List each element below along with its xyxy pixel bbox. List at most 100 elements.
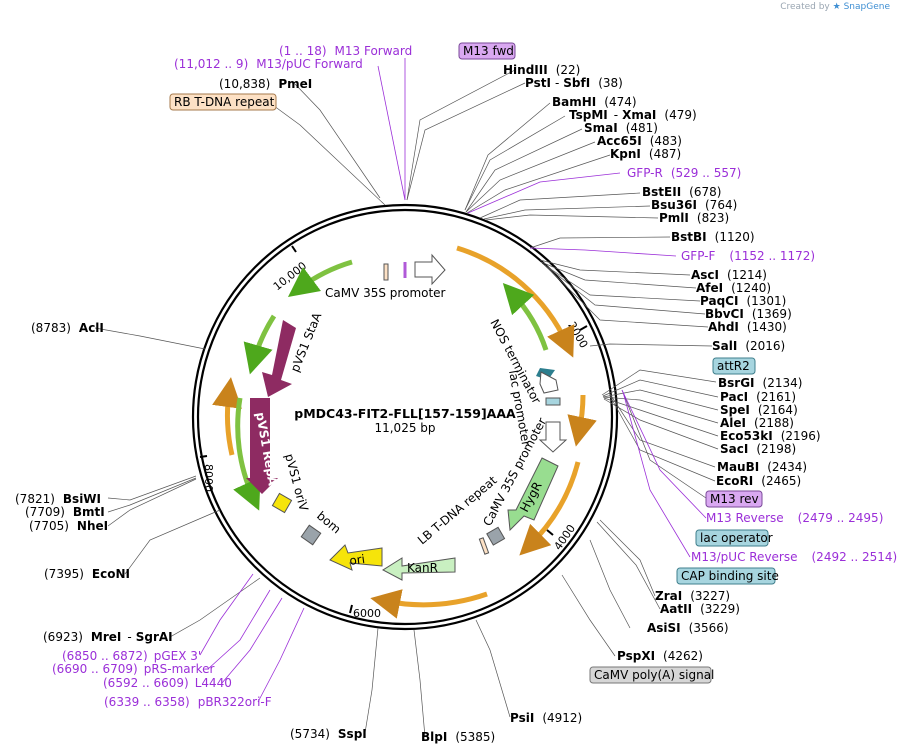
site-ahdi: AhdI (708, 320, 739, 334)
svg-text:Eco53kI(2196): Eco53kI(2196) (720, 429, 821, 443)
rb-repeat-box (169, 93, 277, 111)
primer-leader-lines (199, 58, 707, 703)
site-bstbi: BstBI (671, 230, 707, 244)
svg-text:KpnI(487): KpnI(487) (610, 147, 681, 161)
primer-pbr322ori-f: pBR322ori-F (198, 695, 272, 709)
m13-fwd-label: M13 fwd (463, 44, 514, 58)
kanr-label: KanR (407, 561, 438, 575)
site-pmli: PmlI (659, 211, 689, 225)
site-blpi: BlpI (421, 730, 447, 744)
svg-text:(8783)AclI: (8783)AclI (31, 321, 104, 335)
cap-binding-box (676, 567, 776, 585)
site-ecori: EcoRI (716, 474, 753, 488)
site-asci: AscI (691, 268, 719, 282)
site-kpni: KpnI (610, 147, 641, 161)
ori-arrow[interactable] (329, 544, 383, 571)
svg-text:AsiSI(3566): AsiSI(3566) (647, 621, 729, 635)
svg-text:TspMI-XmaI(479): TspMI-XmaI(479) (569, 108, 697, 122)
site-spei: SpeI (720, 403, 750, 417)
promoter-arrow-top[interactable] (414, 253, 446, 286)
rb-repeat-block[interactable] (383, 263, 389, 281)
site-saci: SacI (720, 442, 748, 456)
primer-m13-forward: M13 Forward (335, 44, 413, 58)
svg-text:BbvCI(1369): BbvCI(1369) (705, 307, 792, 321)
svg-text:M13/pUC Reverse(2492 .. 2514): M13/pUC Reverse(2492 .. 2514) (691, 550, 897, 564)
svg-text:(6850 .. 6872)pGEX 3': (6850 .. 6872)pGEX 3' (62, 649, 201, 663)
svg-text:PsiI(4912): PsiI(4912) (510, 711, 582, 725)
svg-text:PstI-SbfI(38): PstI-SbfI(38) (525, 76, 623, 90)
site-zrai: ZraI (655, 589, 682, 603)
site-psti: PstI (525, 76, 551, 90)
kanr-arrow[interactable] (382, 557, 456, 581)
svg-text:MauBI(2434): MauBI(2434) (717, 460, 807, 474)
pvs1-oriv-block[interactable] (271, 492, 293, 514)
primer-m13-puc-forward: M13/pUC Forward (256, 57, 363, 71)
green-features (233, 259, 549, 511)
svg-text:SpeI(2164): SpeI(2164) (720, 403, 798, 417)
svg-text:BamHI(474): BamHI(474) (552, 95, 637, 109)
site-acli: AclI (79, 321, 104, 335)
bottom-labels: BlpI(5385) (5734)SspI (290, 727, 495, 744)
svg-text:(6690 .. 6709)pRS-marker: (6690 .. 6709)pRS-marker (52, 662, 214, 676)
svg-text:(11,012 .. 9)M13/pUC Forward: (11,012 .. 9)M13/pUC Forward (174, 57, 363, 71)
lac-operator-label: lac operator (700, 531, 773, 545)
svg-text:EcoRI(2465): EcoRI(2465) (716, 474, 801, 488)
svg-text:(6339 .. 6358)pBR322ori-F: (6339 .. 6358)pBR322ori-F (104, 695, 272, 709)
site-bmti: BmtI (73, 505, 105, 519)
camv-polya-box (589, 666, 712, 684)
svg-text:PacI(2161): PacI(2161) (720, 390, 796, 404)
site-bsiwi: BsiWI (63, 492, 101, 506)
site-sspi: SspI (338, 727, 367, 741)
tick-8000: 8000 (202, 464, 215, 492)
bom-block[interactable] (300, 524, 322, 546)
snapgene-logo-icon: ★ (832, 2, 841, 12)
svg-text:(7821)BsiWI: (7821)BsiWI (15, 492, 101, 506)
svg-text:M13 Reverse(2479 .. 2495): M13 Reverse(2479 .. 2495) (706, 511, 883, 525)
svg-text:ZraI(3227): ZraI(3227) (655, 589, 730, 603)
svg-text:AleI(2188): AleI(2188) (720, 416, 794, 430)
plasmid-size: 11,025 bp (374, 421, 435, 435)
pvs1-repa-arrow[interactable] (246, 398, 278, 494)
camv-35s-bottom-arrow[interactable] (538, 421, 568, 453)
primer-prs-marker: pRS-marker (144, 662, 215, 676)
svg-text:(7705)NheI: (7705)NheI (29, 519, 108, 533)
svg-text:(6592 .. 6609)L4440: (6592 .. 6609)L4440 (103, 676, 232, 690)
svg-text:BlpI(5385): BlpI(5385) (421, 730, 495, 744)
brand-prefix: Created by (780, 2, 830, 12)
tick-2000: 2000 (565, 320, 590, 351)
site-bsrgi: BsrGI (718, 376, 755, 390)
svg-text:SalI(2016): SalI(2016) (712, 339, 785, 353)
svg-text:HindIII(22): HindIII(22) (503, 63, 580, 77)
site-afei: AfeI (696, 281, 723, 295)
camv-promoter-top-label: CaMV 35S promoter (325, 286, 446, 300)
lb-repeat-block[interactable] (478, 537, 490, 555)
site-acc65i: Acc65I (597, 134, 642, 148)
lac-operator-block[interactable] (545, 397, 561, 406)
svg-text:AscI(1214): AscI(1214) (691, 268, 767, 282)
site-paci: PacI (720, 390, 748, 404)
site-pspxi: PspXI (617, 649, 655, 663)
camv-polya-label: CaMV poly(A) signal (594, 668, 714, 682)
camv-polya-block[interactable] (486, 526, 506, 546)
primer-m13-puc-reverse: M13/pUC Reverse (691, 550, 798, 564)
backbone-outer (191, 203, 619, 631)
pvs1-staa-arrow[interactable] (262, 320, 296, 397)
left-labels: (1 .. 18)M13 Forward (11,012 .. 9)M13/pU… (15, 44, 412, 709)
lac-promoter-shape[interactable] (539, 371, 559, 394)
svg-text:PmlI(823): PmlI(823) (659, 211, 729, 225)
site-hindiii: HindIII (503, 63, 548, 77)
hygr-arrow[interactable] (507, 457, 559, 532)
m13-rev-box (705, 490, 763, 508)
svg-text:Bsu36I(764): Bsu36I(764) (651, 198, 737, 212)
site-bbvci: BbvCI (705, 307, 744, 321)
svg-text:Acc65I(483): Acc65I(483) (597, 134, 682, 148)
site-psii: PsiI (510, 711, 534, 725)
site-alei: AleI (720, 416, 746, 430)
svg-text:PaqCI(1301): PaqCI(1301) (700, 294, 786, 308)
primer-gfp-r: GFP-R (627, 166, 663, 180)
m13-fwd-box[interactable] (458, 42, 516, 60)
svg-text:PspXI(4262): PspXI(4262) (617, 649, 703, 663)
brand-name: SnapGene (843, 2, 890, 12)
site-bsu36i: Bsu36I (651, 198, 697, 212)
